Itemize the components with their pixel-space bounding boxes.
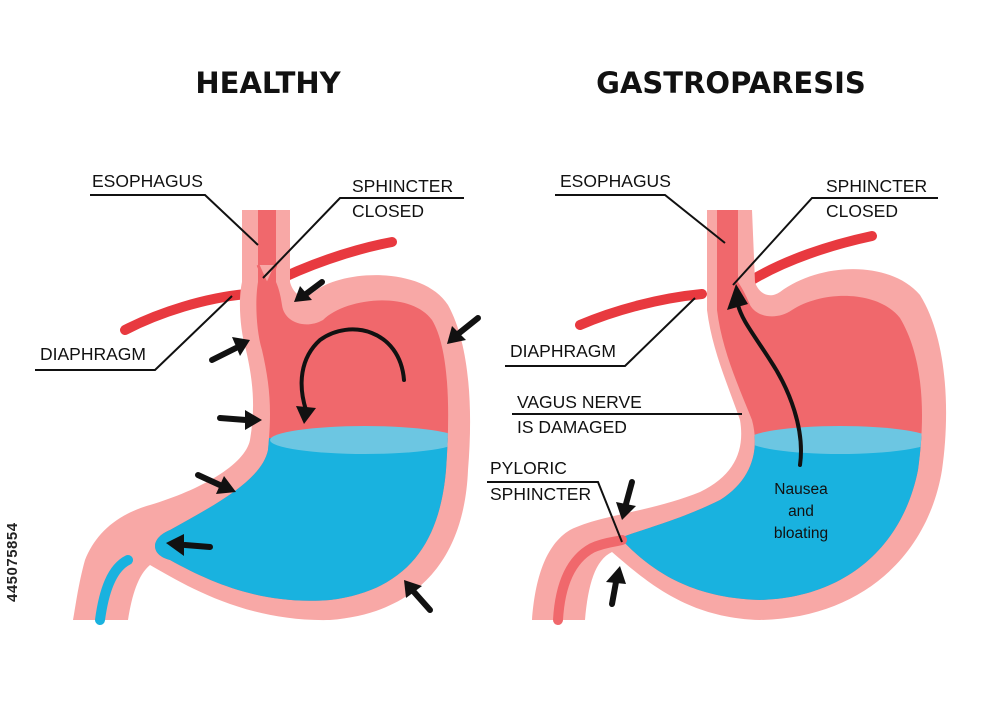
gastroparesis-esophagus-label: ESOPHAGUS [560,171,671,191]
gastroparesis-vagus-label-2: IS DAMAGED [517,417,627,437]
healthy-contraction-arrow [209,337,250,363]
healthy-contraction-arrow [195,472,236,494]
healthy-circulation-arrowhead [296,406,316,424]
gastroparesis-diaphragm-label: DIAPHRAGM [510,341,616,361]
gastroparesis-symptom-line-3: bloating [774,525,828,542]
gastroparesis-diaphragm-left [575,289,707,330]
healthy-contraction-arrow [447,315,481,344]
healthy-circulation-arrow [299,327,406,412]
healthy-liquid-surface [270,426,449,454]
gastroparesis-symptom-line-1: Nausea [774,481,828,498]
gastroparesis-title: GASTROPARESIS [596,66,866,100]
healthy-stomach: ESOPHAGUS SPHINCTER CLOSED DIAPHRAGM [35,171,481,625]
stock-id: 445075854 [4,522,21,602]
gastroparesis-pyloric-label-2: SPHINCTER [490,484,591,504]
gastroparesis-duodenum [553,535,627,625]
healthy-esophagus-label: ESOPHAGUS [92,171,203,191]
healthy-duodenum [95,555,133,625]
gastroparesis-pyloric-label-1: PYLORIC [490,458,567,478]
healthy-sphincter-label-1: SPHINCTER [352,176,453,196]
gastroparesis-liquid-surface [748,426,923,454]
gastroparesis-stomach: ESOPHAGUS SPHINCTER CLOSED DIAPHRAGM VAG… [487,171,947,625]
gastroparesis-pyloric-leader [487,481,623,543]
gastroparesis-sphincter-label-2: CLOSED [826,201,898,221]
healthy-contraction-arrow [404,580,433,613]
gastroparesis-vagus-label-1: VAGUS NERVE [517,392,642,412]
healthy-sphincter-label-2: CLOSED [352,201,424,221]
healthy-contraction-arrow [294,279,325,302]
gastroparesis-sphincter-leader [732,197,938,286]
healthy-title: HEALTHY [195,66,341,100]
gastroparesis-sphincter-label-1: SPHINCTER [826,176,927,196]
gastroparesis-pyloric-arrow-bottom [606,566,626,607]
healthy-diaphragm-left [120,289,251,335]
healthy-diaphragm-leader [35,295,233,371]
gastroparesis-symptom-line-2: and [788,503,814,520]
healthy-diaphragm-label: DIAPHRAGM [40,344,146,364]
healthy-contraction-arrow [217,410,262,430]
healthy-contraction-arrow [166,534,213,556]
gastroparesis-diaphragm-right [747,231,877,285]
healthy-sphincter-leader [262,197,464,279]
healthy-esophagus-leader [90,194,259,246]
gastroparesis-esophagus-leader [555,194,726,244]
gastroparesis-reflux-arrowhead [727,284,748,310]
gastroparesis-diaphragm-leader [505,297,696,367]
gastroparesis-pyloric-arrow-top [616,479,636,520]
gastroparesis-reflux-arrow [736,303,803,467]
